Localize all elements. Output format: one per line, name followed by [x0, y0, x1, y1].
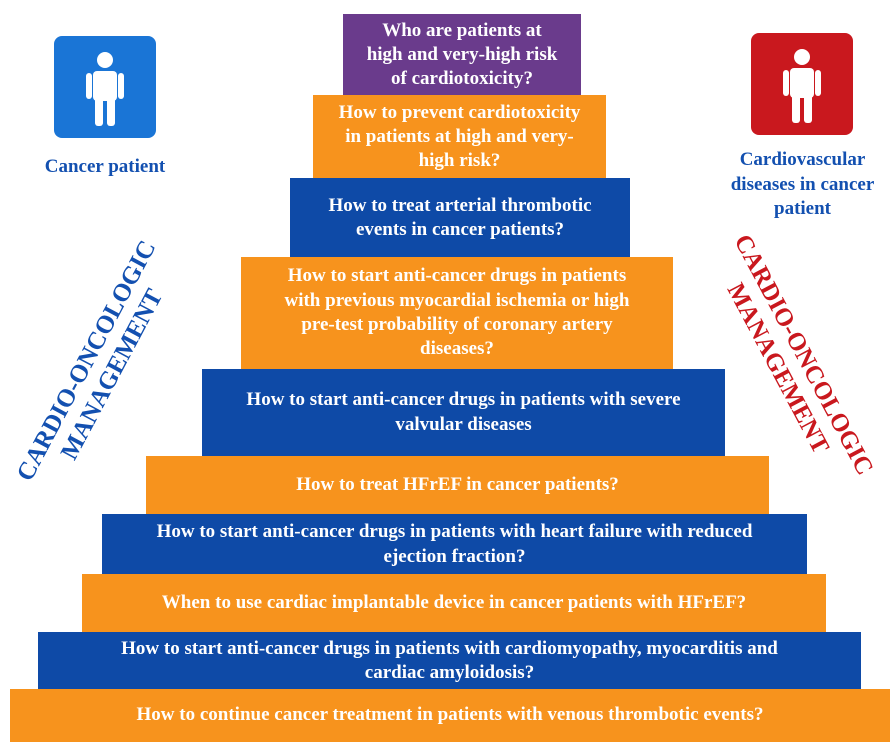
pyramid-tier-line: How to continue cancer treatment in pati…: [136, 704, 764, 726]
pyramid-tier-text: How to start anti-cancer drugs in patien…: [284, 264, 629, 361]
pyramid-tier-line: events in cancer patients?: [355, 219, 565, 240]
pyramid-tier-text: How to treat arterial thrombotic events i…: [328, 194, 591, 243]
pyramid-tier-line: When to use cardiac implantable device i…: [161, 591, 747, 613]
pyramid-tier-text: How to continue cancer treatment in pati…: [137, 703, 764, 727]
pyramid-tier-line: in patients at high and very-: [345, 125, 574, 147]
pyramid-tier: How to start anti-cancer drugs in patien…: [38, 632, 861, 690]
pyramid-tier-line: How to start anti-cancer drugs in patien…: [287, 265, 627, 287]
pyramid-tier-line: of cardiotoxicity?: [391, 68, 533, 90]
pyramid-tier-line: high and very-high risk: [366, 43, 558, 65]
pyramid-tier-line: high risk?: [418, 150, 501, 172]
pyramid-tier-line: How to treat HFrEF in cancer patients?: [296, 473, 619, 495]
pyramid-tier-text: How to start anti-cancer drugs in patien…: [121, 637, 778, 686]
cardiovascular-caption: Cardiovascular diseases in cancer patien…: [715, 148, 890, 222]
person-icon: [783, 49, 821, 123]
pyramid-tier-line: ejection fraction?: [383, 545, 526, 567]
pyramid-tier-line: How to prevent cardiotoxicity: [338, 101, 581, 123]
pyramid-tier: How to start anti-cancer drugs in patien…: [102, 514, 807, 575]
pyramid-tier-line: pre-test probability of coronary artery: [301, 314, 613, 335]
pyramid-tier-line: cardiac amyloidosis?: [364, 662, 535, 683]
pyramid-tier: How to treat arterial thrombotic events i…: [290, 178, 630, 258]
cardiovascular-patient-icon-box: [751, 33, 853, 135]
cancer-patient-caption: Cancer patient: [44, 156, 166, 177]
person-icon: [86, 52, 124, 126]
pyramid-tier: How to start anti-cancer drugs in patien…: [202, 369, 725, 456]
cancer-patient-icon-box: [54, 36, 156, 138]
pyramid-tier-line: valvular diseases: [395, 413, 532, 435]
pyramid-tier: How to continue cancer treatment in pati…: [10, 689, 890, 742]
pyramid-tier-text: How to start anti-cancer drugs in patien…: [157, 520, 753, 569]
pyramid-tier-line: How to treat arterial thrombotic: [328, 194, 592, 216]
pyramid-tier: When to use cardiac implantable device i…: [82, 574, 826, 632]
right-side-title: CARDIO-ONCOLOGIC MANAGEMENT: [702, 230, 878, 494]
pyramid-tier-line: Who are patients at: [382, 19, 542, 41]
pyramid-tier-line: diseases?: [420, 338, 494, 360]
pyramid-tier: How to treat HFrEF in cancer patients?: [146, 456, 769, 514]
pyramid-tier-text: When to use cardiac implantable device i…: [162, 591, 746, 615]
pyramid-tier-text: How to treat HFrEF in cancer patients?: [296, 473, 619, 497]
pyramid-tier-line: How to start anti-cancer drugs in patien…: [121, 637, 778, 659]
pyramid-tier-line: with previous myocardial ischemia or hig…: [284, 289, 630, 311]
pyramid-tier-line: How to start anti-cancer drugs in patien…: [246, 389, 681, 411]
cardiovascular-caption-line1: Cardiovascular: [739, 149, 866, 170]
cardiovascular-caption-line3: patient: [774, 198, 831, 220]
pyramid-tier: How to start anti-cancer drugs in patien…: [241, 257, 673, 369]
pyramid-tier-line: How to start anti-cancer drugs in patien…: [156, 521, 753, 543]
pyramid-tier-text: How to start anti-cancer drugs in patien…: [246, 388, 680, 437]
cardiovascular-caption-line2: diseases in cancer: [730, 173, 875, 195]
